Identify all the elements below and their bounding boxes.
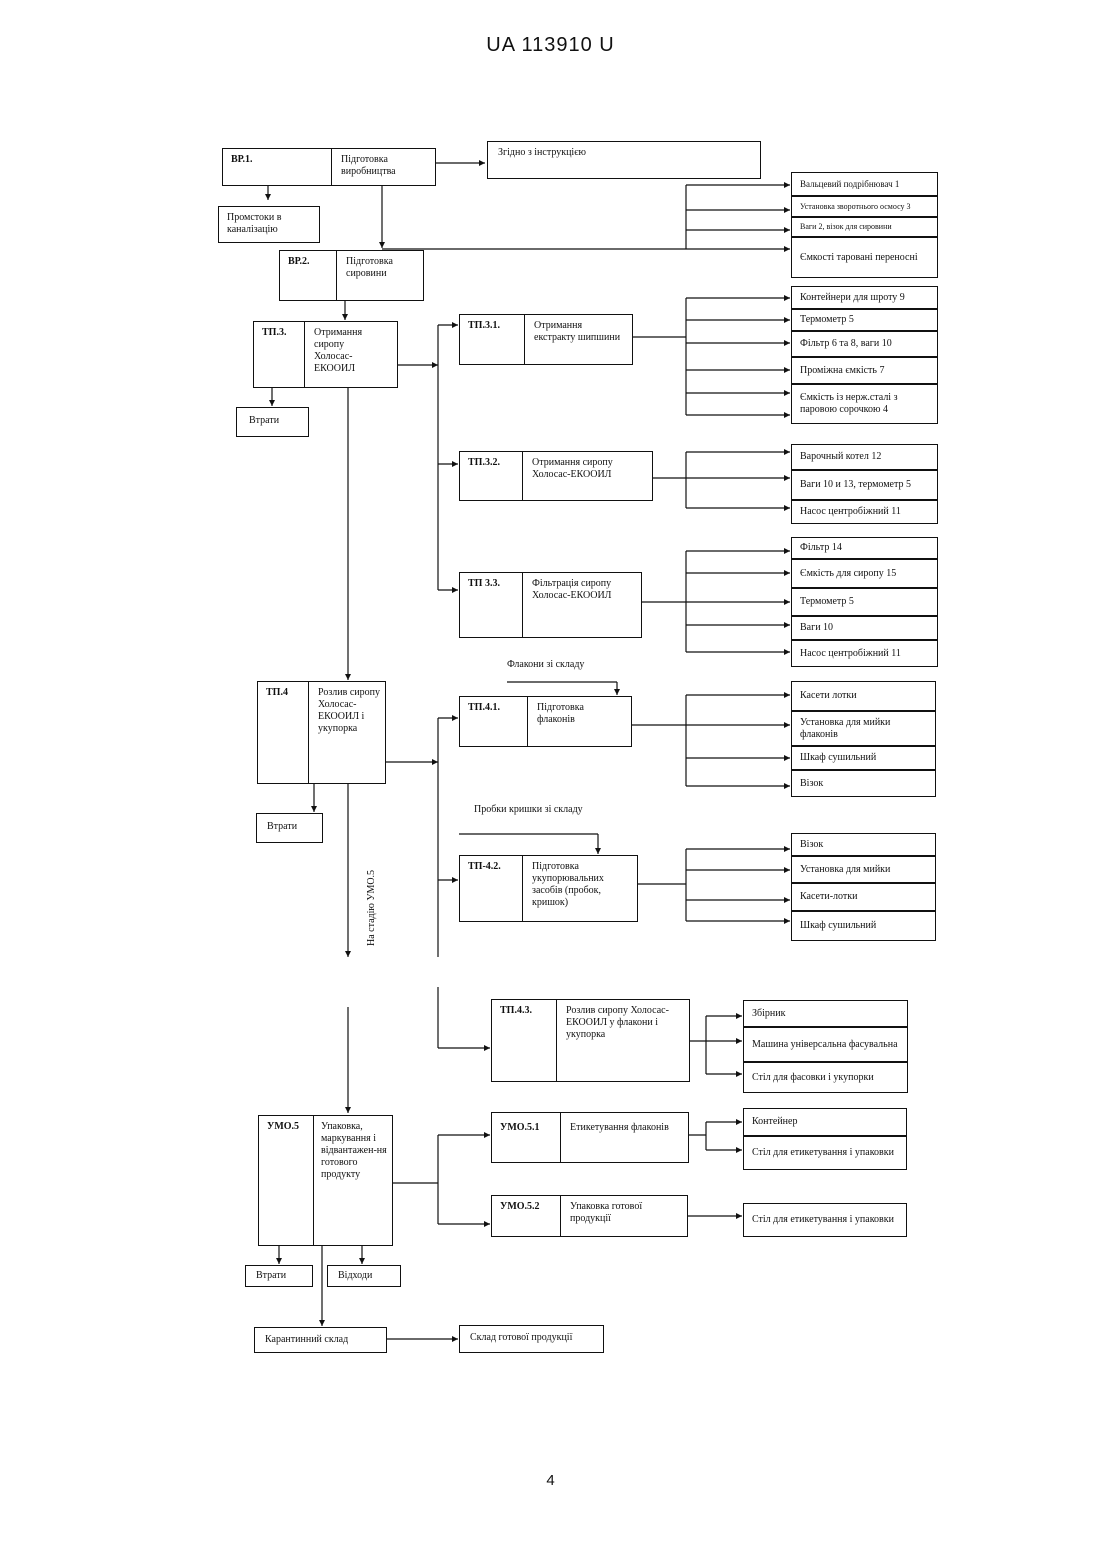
- equipment-item: Контейнер: [743, 1108, 907, 1136]
- equipment-item: Візок: [791, 833, 936, 856]
- stage-code: УМО.5.1: [500, 1122, 540, 1134]
- stage-code: ТП.4: [266, 687, 288, 699]
- stage-umo52: УМО.5.2 Упаковка готової продукції: [491, 1195, 688, 1237]
- waste-label: Відходи: [338, 1270, 372, 1282]
- stage-tp33: ТП 3.3. Фільтрація сиропу Холосас-ЕКООИЛ: [459, 572, 642, 638]
- stage-label: Отримання сиропу Холосас-ЕКООИЛ: [532, 457, 647, 481]
- stage-code: УМО.5.2: [500, 1201, 540, 1213]
- equipment-item: Термометр 5: [791, 309, 938, 331]
- equipment-item: Вальцевий подрібнювач 1: [791, 172, 938, 196]
- stage-umo51: УМО.5.1 Етикетування флаконів: [491, 1112, 689, 1163]
- stage-bp1: ВР.1. Підготовка виробництва: [222, 148, 436, 186]
- equipment-item: Касети лотки: [791, 681, 936, 711]
- equipment-item: Шкаф сушильний: [791, 746, 936, 770]
- stage-tp3: ТП.3. Отримання сиропу Холосас-ЕКООИЛ: [253, 321, 398, 388]
- waste-box: Відходи: [327, 1265, 401, 1287]
- stage-tp43: ТП.4.3. Розлив сиропу Холосас-ЕКООИЛ у ф…: [491, 999, 690, 1082]
- loss-box-3: Втрати: [245, 1265, 313, 1287]
- equipment-item: Стіл для фасовки і укупорки: [743, 1062, 908, 1093]
- quarantine-label: Карантинний склад: [265, 1334, 348, 1346]
- stage-code: ВР.2.: [288, 256, 310, 268]
- waste-water-label: Промстоки в каналізацію: [227, 212, 317, 236]
- equipment-item: Шкаф сушильний: [791, 911, 936, 941]
- stage-code: УМО.5: [267, 1121, 299, 1133]
- stage-code: ТП-4.2.: [468, 861, 501, 873]
- stage-label: Підготовка флаконів: [537, 702, 617, 726]
- note-flakony: Флакони зі складу: [507, 659, 584, 671]
- equipment-item: Стіл для етикетування і упаковки: [743, 1136, 907, 1170]
- stage-label: Отримання екстракту шипшини: [534, 320, 624, 344]
- equipment-item: Ємкість для сиропу 15: [791, 559, 938, 588]
- stage-label: Підготовка укупорювальних засобів (пробо…: [532, 861, 632, 909]
- loss-label: Втрати: [249, 415, 279, 427]
- stage-label: Упаковка готової продукції: [570, 1201, 680, 1225]
- stage-label: Підготовка виробництва: [341, 154, 431, 178]
- equipment-item: Ваги 10: [791, 616, 938, 640]
- equipment-item: Ваги 2, візок для сировини: [791, 217, 938, 237]
- stage-label: Упаковка, маркування і відвантажен-ня го…: [321, 1121, 389, 1181]
- stage-code: ТП.4.1.: [468, 702, 500, 714]
- equipment-item: Проміжна ємкість 7: [791, 357, 938, 384]
- stage-tp41: ТП.4.1. Підготовка флаконів: [459, 696, 632, 747]
- note-to-umo5: На стадію УМО.5: [366, 870, 377, 946]
- stage-code: ВР.1.: [231, 154, 253, 166]
- equipment-item: Машина універсальна фасувальна: [743, 1027, 908, 1062]
- stage-label: Отримання сиропу Холосас-ЕКООИЛ: [314, 327, 384, 375]
- waste-water-box: Промстоки в каналізацію: [218, 206, 320, 243]
- equipment-item: Ємкості таровані переносні: [791, 237, 938, 278]
- equipment-item: Контейнери для шроту 9: [791, 286, 938, 309]
- equipment-item: Касети-лотки: [791, 883, 936, 911]
- stage-tp32: ТП.3.2. Отримання сиропу Холосас-ЕКООИЛ: [459, 451, 653, 501]
- loss-box-2: Втрати: [256, 813, 323, 843]
- stage-label: Розлив сиропу Холосас-ЕКООИЛ і укупорка: [318, 687, 380, 735]
- equipment-item: Насос центробіжний 11: [791, 640, 938, 667]
- equipment-item: Термометр 5: [791, 588, 938, 616]
- stage-code: ТП.3.2.: [468, 457, 500, 469]
- stage-label: Етикетування флаконів: [570, 1122, 685, 1134]
- page-number: 4: [0, 1472, 1101, 1489]
- loss-label: Втрати: [267, 821, 297, 833]
- stage-code: ТП.3.: [262, 327, 286, 339]
- equipment-item: Варочный котел 12: [791, 444, 938, 470]
- instruction-label: Згідно з інструкцією: [498, 147, 586, 159]
- quarantine-box: Карантинний склад: [254, 1327, 387, 1353]
- stage-bp2: ВР.2. Підготовка сировини: [279, 250, 424, 301]
- equipment-item: Ємкість із нерж.сталі з паровою сорочкою…: [791, 384, 938, 424]
- loss-label: Втрати: [256, 1270, 286, 1282]
- equipment-item: Насос центробіжний 11: [791, 500, 938, 524]
- stage-tp42: ТП-4.2. Підготовка укупорювальних засобі…: [459, 855, 638, 922]
- stage-label: Фільтрація сиропу Холосас-ЕКООИЛ: [532, 578, 637, 602]
- equipment-item: Установка для мийки флаконів: [791, 711, 936, 746]
- stage-label: Розлив сиропу Холосас-ЕКООИЛ у флакони і…: [566, 1005, 684, 1041]
- stage-code: ТП.3.1.: [468, 320, 500, 332]
- stage-code: ТП 3.3.: [468, 578, 500, 590]
- stage-code: ТП.4.3.: [500, 1005, 532, 1017]
- equipment-item: Збірник: [743, 1000, 908, 1027]
- equipment-item: Фільтр 6 та 8, ваги 10: [791, 331, 938, 357]
- warehouse-label: Склад готової продукції: [470, 1332, 572, 1344]
- equipment-item: Ваги 10 и 13, термометр 5: [791, 470, 938, 500]
- instruction-box: Згідно з інструкцією: [487, 141, 761, 179]
- equipment-item: Установка зворотнього осмосу 3: [791, 196, 938, 217]
- stage-label: Підготовка сировини: [346, 256, 416, 280]
- loss-box-1: Втрати: [236, 407, 309, 437]
- stage-tp31: ТП.3.1. Отримання екстракту шипшини: [459, 314, 633, 365]
- equipment-item: Стіл для етикетування і упаковки: [743, 1203, 907, 1237]
- equipment-item: Установка для мийки: [791, 856, 936, 883]
- equipment-item: Візок: [791, 770, 936, 797]
- stage-tp4: ТП.4 Розлив сиропу Холосас-ЕКООИЛ і укуп…: [257, 681, 386, 784]
- note-probky: Пробки кришки зі складу: [474, 804, 583, 816]
- warehouse-box: Склад готової продукції: [459, 1325, 604, 1353]
- equipment-item: Фільтр 14: [791, 537, 938, 559]
- stage-umo5: УМО.5 Упаковка, маркування і відвантажен…: [258, 1115, 393, 1246]
